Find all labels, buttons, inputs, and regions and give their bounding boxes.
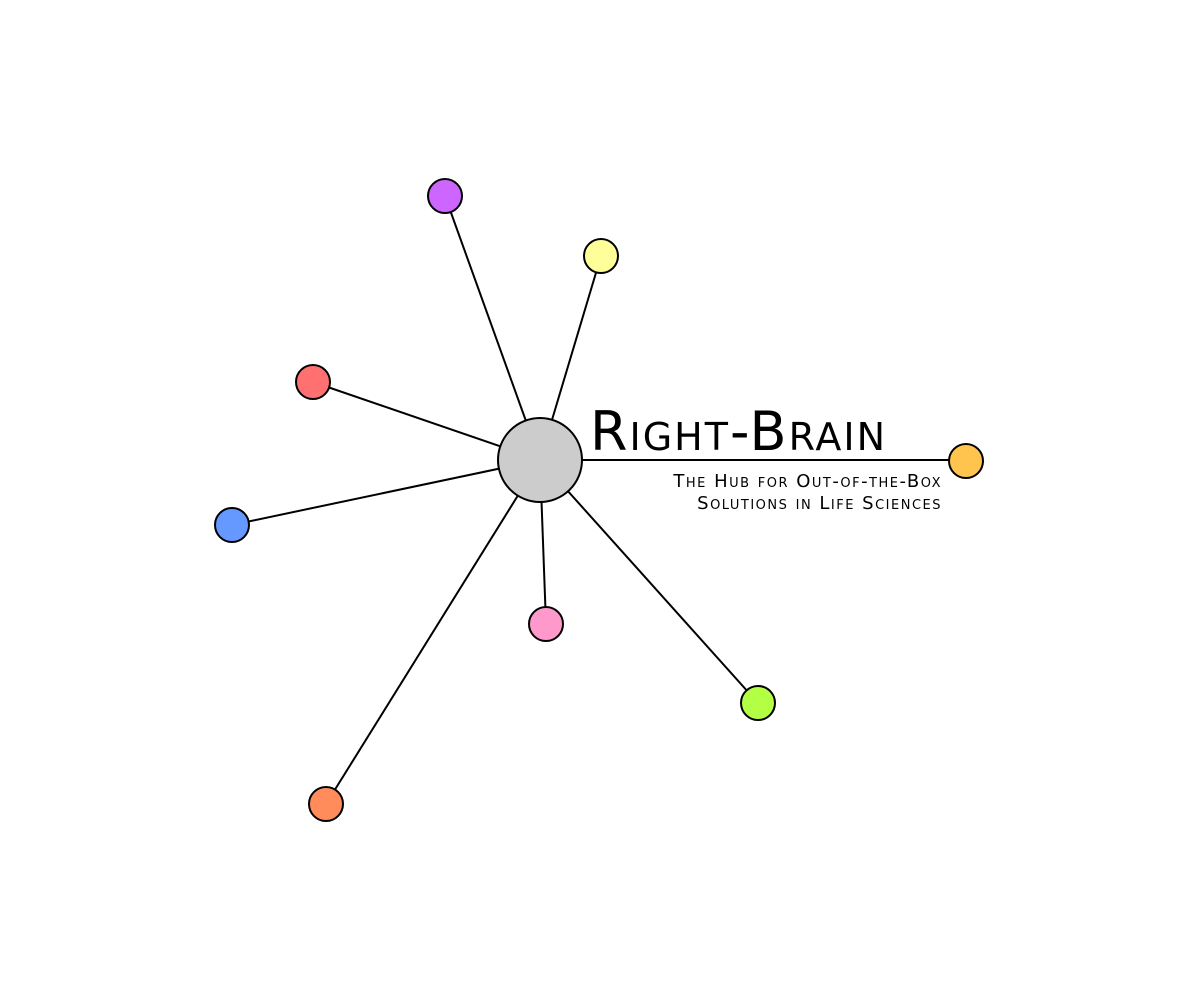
hub-node [497,417,583,503]
orange-node [308,786,344,822]
gold-node [948,443,984,479]
brand-title: Right-Brain [590,400,887,463]
green-node [740,685,776,721]
purple-node [427,178,463,214]
brand-tagline-line1: The Hub for Out-of-the-Box [672,471,942,492]
red-node [295,364,331,400]
yellow-node [583,238,619,274]
spoke-orange [325,459,541,805]
spoke-purple [444,195,541,461]
spoke-blue [231,459,541,526]
blue-node [214,507,250,543]
brand-tagline-line2: Solutions in Life Sciences [697,493,942,514]
nodes [214,178,984,822]
spoke-green [539,459,759,704]
pink-node [528,606,564,642]
